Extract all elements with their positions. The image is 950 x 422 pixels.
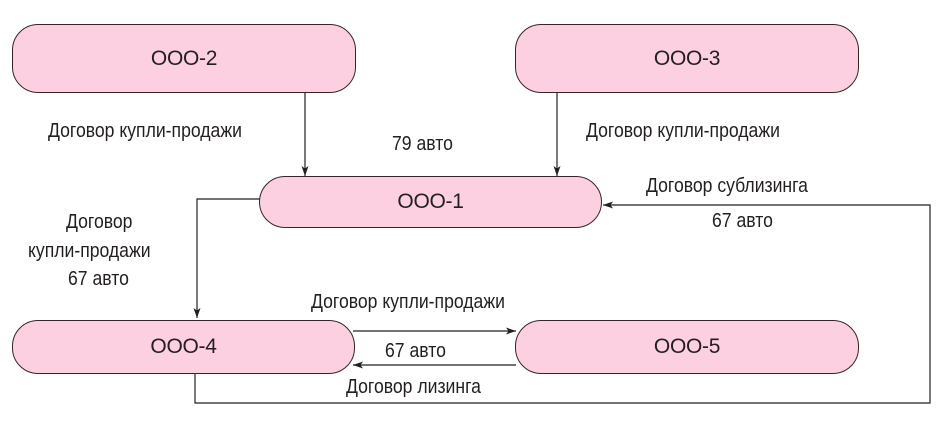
node-ooo1: ООО-1	[259, 176, 602, 228]
edge-label-sale-1-4-line2: купли-продажи	[28, 240, 151, 262]
edge-label-sale-3-1: Договор купли-продажи	[586, 120, 780, 142]
edge-label-count-79: 79 авто	[392, 133, 453, 155]
edge-label-sale-2-1: Договор купли-продажи	[48, 120, 242, 142]
edge-label-sale-4-5: Договор купли-продажи	[311, 291, 505, 313]
edge-label-sale-1-4-line3: 67 авто	[68, 268, 129, 290]
edge-label-sublease-count: 67 авто	[712, 210, 773, 232]
node-ooo3: ООО-3	[515, 24, 859, 93]
edge-ooo4-to-ooo1	[194, 201, 931, 404]
node-ooo2: ООО-2	[12, 24, 356, 93]
edge-label-count-4-5: 67 авто	[385, 340, 446, 362]
node-ooo5: ООО-5	[515, 320, 859, 374]
edge-label-sale-1-4-line1: Договор	[66, 211, 133, 233]
edge-label-lease-5-4: Договор лизинга	[346, 376, 481, 398]
node-ooo4: ООО-4	[12, 320, 355, 374]
edge-label-sublease: Договор сублизинга	[646, 175, 808, 197]
edge-ooo1-to-ooo4	[193, 198, 260, 318]
